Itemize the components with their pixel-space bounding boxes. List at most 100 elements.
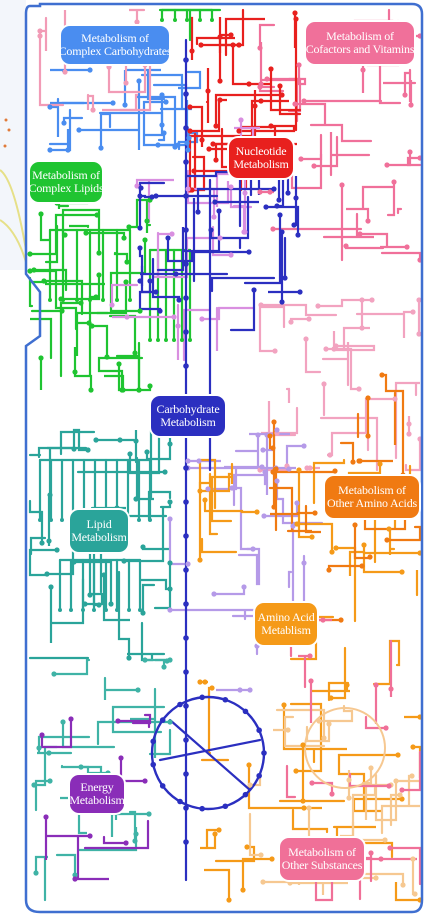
metabolite-node bbox=[397, 792, 403, 798]
label-energy: Energy Metabolism bbox=[69, 775, 125, 813]
pathway-line bbox=[210, 276, 276, 293]
metabolite-node bbox=[292, 101, 298, 107]
metabolite-node bbox=[82, 601, 88, 607]
pathway-line bbox=[200, 828, 221, 850]
metabolite-node bbox=[49, 518, 53, 522]
label-line: Metablism bbox=[261, 623, 311, 637]
pathway-line bbox=[29, 536, 47, 556]
pathway-line bbox=[205, 68, 210, 123]
metabolite-node bbox=[183, 839, 189, 845]
metabolite-node bbox=[368, 765, 374, 771]
metabolite-node bbox=[27, 251, 33, 257]
metabolite-node bbox=[264, 76, 270, 82]
metabolite-node bbox=[101, 298, 105, 302]
pathway-line bbox=[44, 815, 92, 860]
metabolite-node bbox=[279, 299, 285, 305]
pathway-line bbox=[237, 124, 296, 133]
metabolite-node bbox=[68, 716, 74, 722]
pathway-line bbox=[102, 835, 128, 845]
pathway-line bbox=[122, 506, 165, 563]
metabolite-node bbox=[274, 478, 280, 484]
metabolite-node bbox=[222, 803, 229, 810]
label-line: Lipid bbox=[86, 517, 112, 531]
metabolite-node bbox=[416, 297, 422, 303]
pathway-line bbox=[48, 129, 70, 152]
metabolite-node bbox=[300, 798, 306, 804]
metabolite-node bbox=[216, 208, 222, 214]
pathway-line bbox=[128, 810, 137, 843]
metabolite-node bbox=[391, 179, 397, 185]
pathway-line bbox=[141, 583, 156, 615]
label-line: Metabolism of bbox=[288, 845, 356, 859]
metabolite-node bbox=[167, 719, 173, 725]
metabolite-node bbox=[183, 567, 189, 573]
metabolite-node bbox=[173, 18, 177, 22]
metabolite-node bbox=[138, 185, 144, 191]
metabolite-node bbox=[332, 468, 338, 474]
label-line: Energy bbox=[80, 780, 114, 794]
metabolite-node bbox=[384, 537, 390, 543]
metabolite-node bbox=[156, 338, 160, 342]
label-line: Metabolism of bbox=[32, 168, 100, 182]
pathway-line bbox=[138, 181, 166, 230]
pathway-line bbox=[111, 705, 166, 734]
pathway-line bbox=[388, 846, 422, 886]
metabolite-node bbox=[161, 664, 167, 670]
metabolite-node bbox=[196, 458, 202, 464]
metabolite-node bbox=[198, 42, 204, 48]
pathway-line bbox=[34, 855, 48, 902]
metabolite-node bbox=[128, 298, 132, 302]
pathway-line bbox=[97, 356, 144, 392]
metabolite-node bbox=[211, 591, 217, 597]
metabolite-node bbox=[105, 770, 111, 776]
pathway-line bbox=[386, 180, 396, 217]
pathway-line bbox=[52, 658, 91, 676]
metabolite-node bbox=[309, 780, 315, 786]
metabolite-node bbox=[43, 814, 49, 820]
metabolite-node bbox=[137, 278, 143, 284]
metabolite-node bbox=[365, 218, 371, 224]
metabolite-node bbox=[399, 569, 405, 575]
metabolite-node bbox=[339, 182, 345, 188]
metabolite-node bbox=[167, 499, 173, 505]
pathway-line bbox=[198, 462, 234, 493]
label-other-substances: Metabolism of Other Substances bbox=[280, 838, 364, 880]
metabolite-node bbox=[48, 584, 54, 590]
metabolite-node bbox=[199, 805, 205, 812]
metabolite-node bbox=[306, 316, 312, 322]
metabolite-node bbox=[407, 149, 413, 155]
pathway-line bbox=[342, 326, 370, 352]
metabolite-node bbox=[263, 204, 269, 210]
pathway-line bbox=[298, 654, 312, 689]
label-line: Metabolism bbox=[71, 530, 127, 544]
pathway-line bbox=[156, 209, 221, 272]
metabolite-node bbox=[123, 80, 129, 86]
metabolite-node bbox=[87, 67, 93, 73]
metabolite-node bbox=[164, 658, 170, 664]
pathway-line bbox=[270, 511, 317, 516]
pathway-line bbox=[28, 499, 44, 545]
metabolite-node bbox=[136, 387, 142, 393]
metabolite-node bbox=[183, 771, 189, 777]
metabolite-node bbox=[205, 486, 211, 492]
pathway-line bbox=[211, 225, 233, 257]
pathway-line bbox=[224, 17, 265, 57]
metabolite-node bbox=[276, 197, 282, 203]
metabolite-node bbox=[246, 762, 252, 768]
metabolite-node bbox=[297, 289, 303, 295]
label-line: Other Substances bbox=[281, 858, 363, 872]
metabolite-node bbox=[202, 497, 208, 503]
label-line: Metabolism of bbox=[338, 483, 406, 497]
metabolite-node bbox=[217, 235, 223, 241]
metabolite-node bbox=[412, 891, 418, 897]
metabolite-node bbox=[270, 469, 276, 475]
metabolite-node bbox=[153, 289, 159, 295]
metabolite-node bbox=[47, 104, 53, 110]
pathway-line bbox=[241, 857, 274, 892]
metabolite-node bbox=[98, 145, 104, 151]
metabolite-node bbox=[323, 346, 329, 352]
pathway-line bbox=[134, 456, 154, 501]
pathway-line bbox=[237, 547, 261, 586]
metabolite-node bbox=[167, 586, 173, 592]
